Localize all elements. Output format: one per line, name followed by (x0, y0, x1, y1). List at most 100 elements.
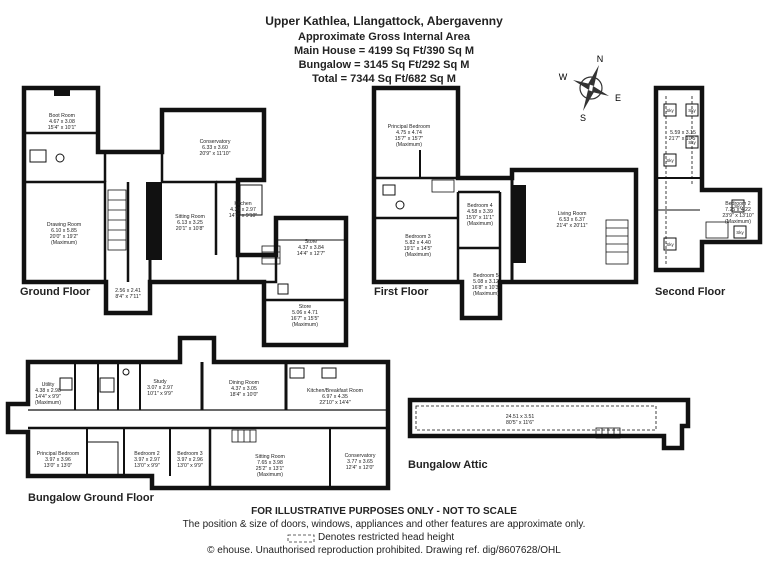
room-attic-dim: 24.51 x 3.51 (506, 414, 535, 420)
room-bed2-second-max: (Maximum) (725, 219, 751, 225)
restricted-height-legend-icon (287, 534, 315, 543)
room-sitting-bung-imp: 25'2" x 13'1" (256, 466, 285, 472)
room-boot-dim: 4.67 x 3.08 (49, 119, 75, 125)
room-sitting-dim: 6.13 x 3.25 (177, 220, 203, 226)
room-kitchen-breakfast-dim: 6.97 x 4.35 (322, 394, 348, 400)
compass-n: N (597, 54, 604, 64)
room-living-dim: 6.53 x 6.37 (559, 217, 585, 223)
compass-e: E (615, 93, 621, 103)
sky-label: Sky (736, 230, 744, 235)
room-bed3-dim: 5.82 x 4.40 (405, 240, 431, 246)
room-dining-name: Dining Room (229, 380, 259, 386)
sky-label: Sky (688, 108, 696, 113)
room-kitchen-name: Kitchen (234, 201, 251, 207)
room-conservatory-bung-imp: 12'4" x 12'0" (346, 465, 375, 471)
bungalow-ground-floor-plan (5, 335, 391, 491)
room-bed5-dim: 5.08 x 3.12 (473, 279, 499, 285)
room-kitchen-imp: 14'1" x 9'10" (229, 213, 258, 219)
room-bed5-max: (Maximum) (473, 291, 499, 297)
disclaimer-text: The position & size of doors, windows, a… (182, 519, 586, 530)
room-utility-imp: 14'4" x 9'9" (35, 394, 61, 400)
ground-floor-plan (21, 85, 349, 348)
sky-label: Sky (666, 158, 674, 163)
room-study-imp: 10'1" x 9'9" (147, 391, 173, 397)
room-second-dim: 5.59 x 3.15 (670, 130, 696, 136)
compass-s: S (580, 113, 586, 123)
room-principal-first-name: Principal Bedroom (388, 124, 430, 130)
room-sitting-bung-max: (Maximum) (257, 472, 283, 478)
room-attic-imp: 80'5" x 11'6" (506, 420, 534, 426)
room-bed5-imp: 16'8" x 10'3" (472, 285, 501, 291)
room-sitting-name: Sitting Room (175, 214, 205, 220)
room-study-dim: 3.07 x 2.97 (147, 385, 173, 391)
room-hall-imp: 8'4" x 7'11" (115, 294, 140, 300)
room-dining-dim: 4.37 x 3.05 (231, 386, 257, 392)
label-bungalow-attic: Bungalow Attic (408, 459, 488, 471)
room-utility-name: Utility (42, 382, 55, 388)
room-bed2-second-name: Bedroom 2 (725, 201, 750, 207)
plan-subtitle: Approximate Gross Internal Area (298, 31, 470, 43)
room-principal-bung-imp: 13'0" x 13'0" (44, 463, 73, 469)
room-store1-name: Store (305, 239, 318, 245)
room-hall-dim: 2.56 x 2.41 (115, 288, 141, 294)
area-total: Total = 7344 Sq Ft/682 Sq M (312, 73, 456, 85)
room-bed2-bung-name: Bedroom 2 (134, 451, 159, 457)
sky-label: Sky (688, 140, 696, 145)
sky-label: Sky (734, 204, 742, 209)
area-bungalow: Bungalow = 3145 Sq Ft/292 Sq M (298, 59, 470, 71)
restricted-height-note: Denotes restricted head height (318, 532, 455, 543)
disclaimer-title: FOR ILLUSTRATIVE PURPOSES ONLY - NOT TO … (251, 506, 517, 517)
room-labels: Boot Room 4.67 x 3.08 15'4" x 10'1" Draw… (35, 108, 754, 478)
room-store2-name: Store (299, 304, 312, 310)
room-bed2-bung-dim: 3.97 x 2.97 (134, 457, 160, 463)
room-bed5-name: Bedroom 5 (473, 273, 498, 279)
room-utility-dim: 4.38 x 2.98 (35, 388, 61, 394)
area-main-house: Main House = 4199 Sq Ft/390 Sq M (293, 45, 475, 57)
second-floor-plan (653, 85, 763, 273)
room-bed3-bung-dim: 3.97 x 2.96 (177, 457, 203, 463)
room-store2-max: (Maximum) (292, 322, 318, 328)
room-utility-max: (Maximum) (35, 400, 61, 406)
room-conservatory-bung-name: Conservatory (345, 453, 376, 459)
room-store2-imp: 16'7" x 15'5" (291, 316, 320, 322)
compass-icon: N S W E (559, 54, 621, 123)
room-store1-dim: 4.37 x 3.84 (298, 245, 324, 251)
room-principal-first-dim: 4.75 x 4.74 (396, 130, 422, 136)
room-conservatory-bung-dim: 3.77 x 3.65 (347, 459, 373, 465)
room-conservatory-dim: 6.33 x 3.60 (202, 145, 228, 151)
room-sitting-bung-dim: 7.65 x 3.98 (257, 460, 283, 466)
room-bed4-max: (Maximum) (467, 221, 493, 227)
room-bed2-second-dim: 7.25 x 4.22 (725, 207, 751, 213)
room-bed4-imp: 15'0" x 11'1" (466, 215, 494, 221)
room-boot-name: Boot Room (49, 113, 75, 119)
room-drawing-imp: 20'0" x 19'2" (50, 234, 79, 240)
room-study-name: Study (153, 379, 167, 385)
room-store1-imp: 14'4" x 12'7" (297, 251, 326, 257)
room-principal-first-imp: 15'7" x 15'7" (395, 136, 424, 142)
first-floor-plan (371, 85, 639, 321)
compass-w: W (559, 72, 568, 82)
room-living-imp: 21'4" x 20'11" (557, 223, 588, 229)
room-principal-bung-name: Principal Bedroom (37, 451, 79, 457)
room-bed3-bung-imp: 13'0" x 9'9" (177, 463, 203, 469)
sky-label: Sky (666, 242, 674, 247)
room-store2-dim: 5.06 x 4.71 (292, 310, 318, 316)
room-bed2-second-imp: 23'9" x 13'10" (722, 213, 753, 219)
room-bed2-bung-imp: 13'0" x 9'9" (134, 463, 160, 469)
label-bungalow-ground-floor: Bungalow Ground Floor (28, 492, 154, 504)
room-bed3-name: Bedroom 3 (405, 234, 430, 240)
room-boot-imp: 15'4" x 10'1" (48, 125, 77, 131)
room-kitchen-breakfast-name: Kitchen/Breakfast Room (307, 388, 363, 394)
room-dining-imp: 18'4" x 10'0" (230, 392, 259, 398)
room-bed3-max: (Maximum) (405, 252, 431, 258)
copyright-note: © ehouse. Unauthorised reproduction proh… (207, 545, 561, 556)
room-conservatory-imp: 20'9" x 11'10" (200, 151, 231, 157)
room-bed4-name: Bedroom 4 (467, 203, 492, 209)
room-second-imp: 21'7" x 10'5" (669, 136, 698, 142)
label-first-floor: First Floor (374, 286, 429, 298)
room-drawing-name: Drawing Room (47, 222, 81, 228)
bungalow-attic-plan (407, 397, 691, 451)
room-drawing-max: (Maximum) (51, 240, 77, 246)
room-principal-first-max: (Maximum) (396, 142, 422, 148)
